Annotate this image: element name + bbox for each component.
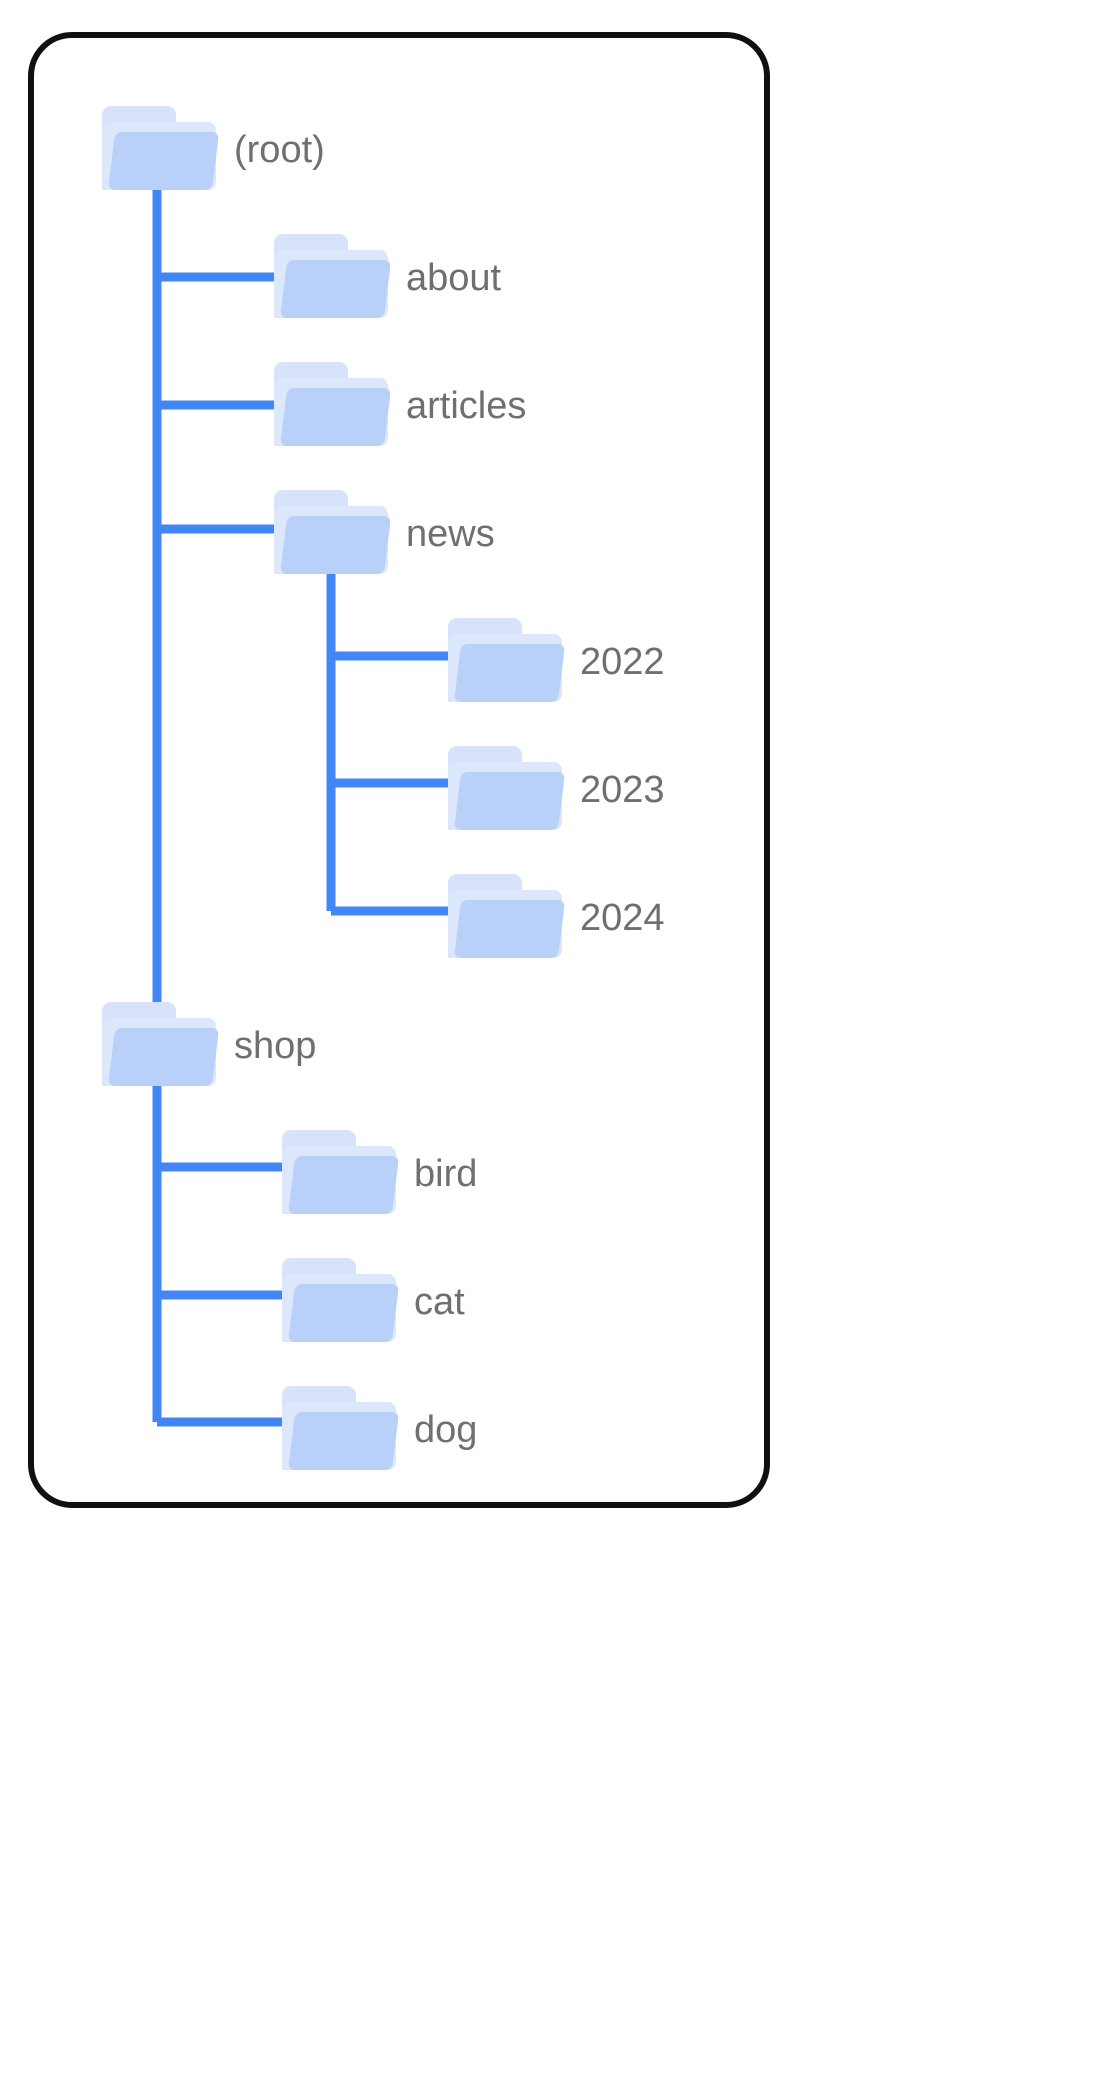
- tree-node-label: 2023: [580, 769, 665, 811]
- folder-icon: [100, 102, 220, 198]
- diagram-card: [28, 32, 770, 1508]
- folder-icon: [446, 742, 566, 838]
- tree-node-label: cat: [414, 1281, 465, 1323]
- tree-node-about[interactable]: about: [272, 230, 501, 326]
- tree-node-label: articles: [406, 385, 527, 427]
- tree-node-label: 2024: [580, 897, 665, 939]
- tree-node-label: 2022: [580, 641, 665, 683]
- tree-node-bird[interactable]: bird: [280, 1126, 477, 1222]
- tree-node-label: bird: [414, 1153, 478, 1195]
- tree-node-root[interactable]: (root): [100, 102, 325, 198]
- folder-icon: [446, 614, 566, 710]
- tree-node-articles[interactable]: articles: [272, 358, 526, 454]
- tree-node-2023[interactable]: 2023: [446, 742, 665, 838]
- tree-node-dog[interactable]: dog: [280, 1382, 477, 1478]
- tree-node-news[interactable]: news: [272, 486, 495, 582]
- tree-node-label: dog: [414, 1409, 478, 1451]
- tree-node-shop[interactable]: shop: [100, 998, 316, 1094]
- folder-icon: [272, 230, 392, 326]
- tree-node-cat[interactable]: cat: [280, 1254, 465, 1350]
- folder-icon: [100, 998, 220, 1094]
- tree-node-label: shop: [234, 1025, 317, 1067]
- tree-node-label: news: [406, 513, 495, 555]
- folder-icon: [280, 1126, 400, 1222]
- folder-icon: [272, 358, 392, 454]
- tree-node-2022[interactable]: 2022: [446, 614, 665, 710]
- folder-icon: [446, 870, 566, 966]
- tree-node-2024[interactable]: 2024: [446, 870, 665, 966]
- folder-icon: [280, 1254, 400, 1350]
- tree-node-label: (root): [234, 129, 325, 171]
- tree-node-label: about: [406, 257, 502, 299]
- folder-icon: [280, 1382, 400, 1478]
- folder-icon: [272, 486, 392, 582]
